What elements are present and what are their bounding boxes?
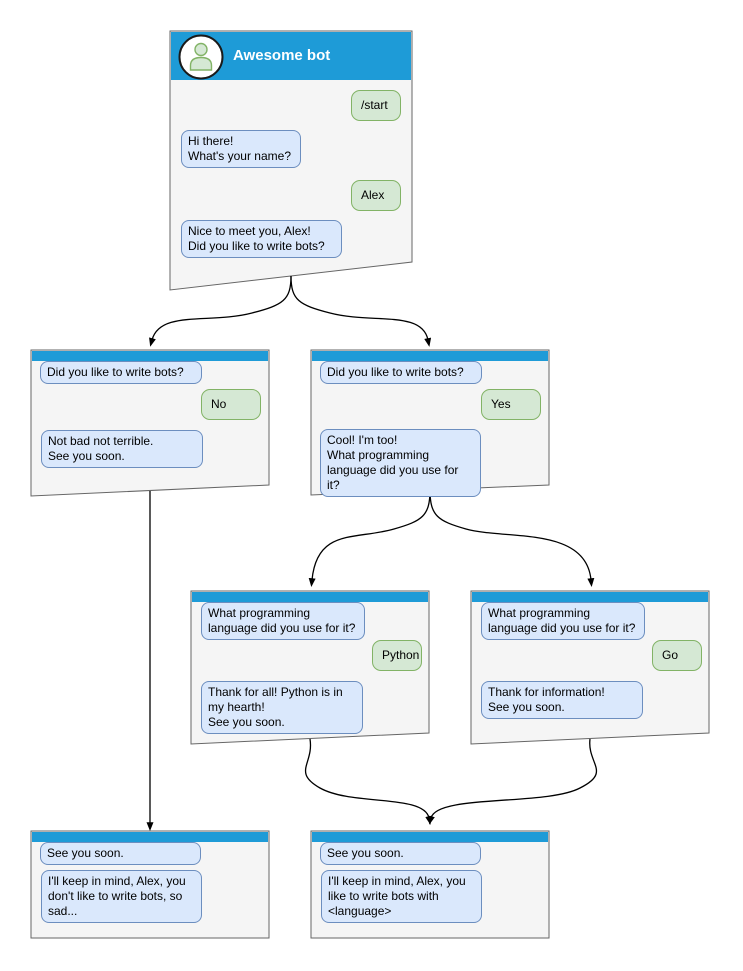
bot-message-bubble: Hi there! What's your name? bbox=[181, 130, 301, 168]
user-message-bubble: Python bbox=[372, 640, 422, 671]
connector-start-to-no bbox=[149, 275, 292, 347]
bot-message-bubble: Thank for information! See you soon. bbox=[481, 681, 643, 719]
bot-avatar bbox=[178, 34, 224, 80]
user-message-bubble: Yes bbox=[481, 389, 541, 420]
connector-python-to-end bbox=[304, 738, 433, 825]
bot-message-bubble: What programming language did you use fo… bbox=[481, 602, 645, 640]
user-message-bubble: Go bbox=[652, 640, 702, 671]
window-titlebar-branch-yes bbox=[312, 351, 548, 361]
bot-message-bubble: I'll keep in mind, Alex, you don't like … bbox=[41, 870, 202, 923]
bot-message-bubble: Not bad not terrible. See you soon. bbox=[41, 430, 203, 468]
bot-message-bubble: Thank for all! Python is in my hearth! S… bbox=[201, 681, 363, 734]
window-titlebar-branch-python bbox=[192, 592, 428, 602]
connector-yes-to-python bbox=[308, 489, 431, 587]
bot-message-bubble: Nice to meet you, Alex! Did you like to … bbox=[181, 220, 342, 258]
window-titlebar-branch-go bbox=[472, 592, 708, 602]
bot-message-bubble: Did you like to write bots? bbox=[40, 361, 202, 384]
window-titlebar-end-yes bbox=[312, 832, 548, 842]
connector-go-to-end bbox=[428, 738, 598, 825]
bot-message-bubble: Cool! I'm too! What programming language… bbox=[320, 429, 481, 497]
connector-start-to-yes bbox=[290, 275, 432, 347]
bot-message-bubble: I'll keep in mind, Alex, you like to wri… bbox=[321, 870, 482, 923]
user-icon bbox=[178, 34, 224, 80]
window-titlebar-end-no bbox=[32, 832, 268, 842]
bot-message-bubble: What programming language did you use fo… bbox=[201, 602, 365, 640]
bot-message-bubble: See you soon. bbox=[40, 842, 201, 865]
user-message-bubble: /start bbox=[351, 90, 401, 121]
window-titlebar-branch-no bbox=[32, 351, 268, 361]
chat-window-title: Awesome bot bbox=[233, 47, 331, 64]
bot-message-bubble: Did you like to write bots? bbox=[320, 361, 482, 384]
user-message-bubble: Alex bbox=[351, 180, 401, 211]
user-message-bubble: No bbox=[201, 389, 261, 420]
connector-yes-to-go bbox=[429, 489, 595, 587]
bot-message-bubble: See you soon. bbox=[320, 842, 481, 865]
chat-window-header: Awesome bot bbox=[171, 32, 411, 80]
